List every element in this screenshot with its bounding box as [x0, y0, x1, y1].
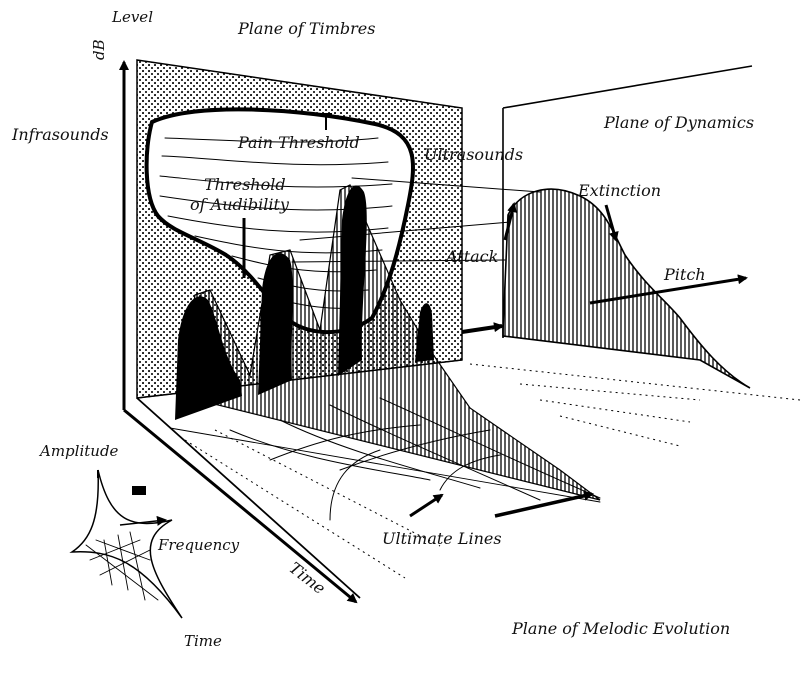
peak-3	[338, 185, 367, 376]
peak-1	[175, 296, 242, 420]
plane-of-timbres-label: Plane of Timbres	[237, 19, 375, 38]
extinction-label: Extinction	[577, 181, 661, 200]
plane-of-melodic-evolution-label: Plane of Melodic Evolution	[511, 619, 730, 638]
amplitude-label: Amplitude	[38, 442, 119, 460]
threshold-of-audibility-label-line-1: Threshold	[204, 175, 286, 194]
ultimate-lines-arrow-right	[494, 490, 594, 518]
peak-2	[258, 253, 293, 395]
ultimate-lines-label: Ultimate Lines	[382, 529, 502, 548]
spectral-ridges	[175, 184, 601, 521]
time-axis	[123, 408, 358, 604]
pain-threshold-label: Pain Threshold	[237, 133, 360, 152]
level-label: Level	[111, 8, 153, 26]
inset-time-label: Time	[184, 632, 222, 650]
inset-schematic	[69, 469, 183, 619]
dynamics-envelope-shape	[502, 188, 751, 389]
extinction-arrow	[604, 204, 619, 242]
attack-label: Attack	[444, 247, 498, 266]
pain-threshold-marker	[320, 113, 332, 130]
attack-arrow	[503, 202, 517, 241]
dynamics-link-arrow	[461, 322, 504, 334]
inset-glyph-icon	[132, 486, 146, 495]
pitch-axis	[589, 274, 748, 305]
infrasounds-label: Infrasounds	[11, 125, 109, 144]
db-label: dB	[90, 39, 108, 60]
ultimate-lines-arrow-left	[409, 493, 444, 518]
pitch-label: Pitch	[663, 265, 706, 284]
threshold-of-audibility-label-line-2: of Audibility	[190, 195, 290, 214]
plane-of-dynamics-label: Plane of Dynamics	[603, 113, 754, 132]
frequency-label: Frequency	[157, 536, 240, 554]
peak-4	[415, 303, 434, 362]
ultrasounds-label: Ultrasounds	[424, 145, 523, 164]
